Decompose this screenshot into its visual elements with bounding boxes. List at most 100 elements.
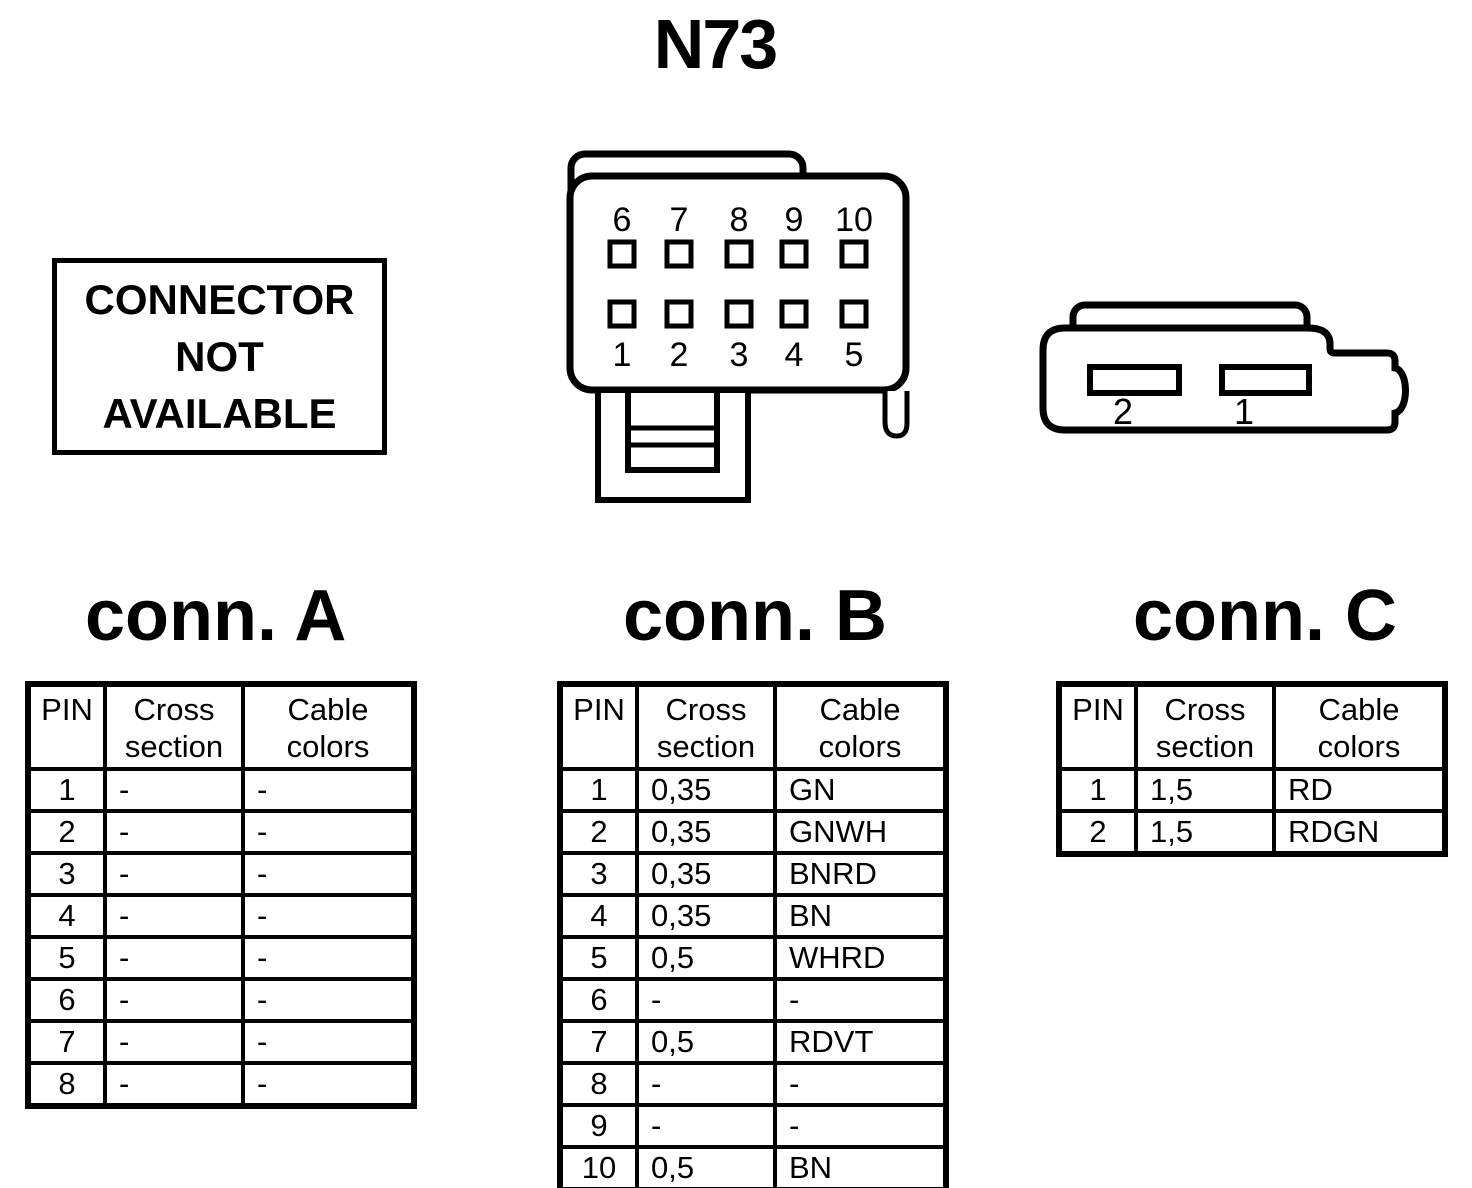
pin-cavity — [664, 299, 694, 329]
pin-label: 2 — [1113, 391, 1133, 432]
table-cell: 6 — [558, 977, 639, 1023]
pin-label: 5 — [845, 336, 864, 374]
table-row: 7-- — [26, 1019, 416, 1065]
table-cell: - — [241, 893, 416, 939]
table-cell: - — [241, 977, 416, 1023]
conn-a-title: conn. A — [85, 576, 347, 656]
table-cell: 1 — [558, 767, 639, 813]
connector-not-available-box: CONNECTOR NOT AVAILABLE — [52, 258, 387, 455]
table-cell: RDGN — [1272, 809, 1447, 856]
table-cell: - — [241, 1019, 416, 1065]
component-title: N73 — [653, 5, 778, 83]
pin-label: 7 — [670, 201, 689, 239]
table-cell: - — [773, 1103, 948, 1149]
table-cell: - — [241, 935, 416, 981]
table-row: 1-- — [26, 767, 416, 813]
column-header-cross-section: Cross section — [635, 682, 777, 771]
header-row: PIN Cross section Cable colors — [1057, 682, 1447, 771]
column-header-cable-colors: Cable colors — [773, 682, 948, 771]
table-cell: 1,5 — [1134, 767, 1276, 813]
table-row: 8-- — [558, 1061, 948, 1107]
pin-slot — [1219, 364, 1312, 396]
pin-cavity — [839, 239, 869, 269]
conn-a-pin-table: PIN Cross section Cable colors 1--2--3--… — [25, 681, 417, 1109]
table-cell: - — [241, 851, 416, 897]
table-cell: 7 — [26, 1019, 107, 1065]
table-cell: - — [103, 851, 245, 897]
table-cell: - — [241, 767, 416, 813]
conn-c-title: conn. C — [1133, 576, 1397, 656]
table-cell: 5 — [558, 935, 639, 981]
table-cell: - — [773, 1061, 948, 1107]
table-row: 3-- — [26, 851, 416, 897]
table-cell: 6 — [26, 977, 107, 1023]
table-cell: 1,5 — [1134, 809, 1276, 856]
pin-label: 3 — [730, 336, 749, 374]
table-cell: - — [103, 767, 245, 813]
table-cell: 0,35 — [635, 767, 777, 813]
table-cell: - — [635, 1103, 777, 1149]
pin-slot — [1087, 364, 1182, 396]
pin-label: 8 — [730, 201, 749, 239]
header-row: PIN Cross section Cable colors — [26, 682, 416, 771]
table-cell: 0,5 — [635, 935, 777, 981]
table-cell: BN — [773, 893, 948, 939]
table-row: 6-- — [26, 977, 416, 1023]
pin-label: 9 — [785, 201, 804, 239]
table-row: 5-- — [26, 935, 416, 981]
column-header-pin: PIN — [26, 682, 107, 771]
pin-cavity — [664, 239, 694, 269]
connector-c-diagram: 2 1 — [1039, 301, 1409, 434]
pin-cavity — [724, 299, 754, 329]
table-cell: BNRD — [773, 851, 948, 897]
table-cell: - — [773, 977, 948, 1023]
table-cell: - — [103, 935, 245, 981]
table-cell: 0,5 — [635, 1145, 777, 1188]
pin-label: 2 — [670, 336, 689, 374]
table-cell: RD — [1272, 767, 1447, 813]
pin-cavity — [607, 239, 637, 269]
table-cell: 7 — [558, 1019, 639, 1065]
column-header-cable-colors: Cable colors — [241, 682, 416, 771]
pin-cavity — [607, 299, 637, 329]
connector-b-diagram: 6 7 8 9 10 1 2 3 4 5 — [566, 150, 910, 503]
column-header-pin: PIN — [1057, 682, 1138, 771]
table-cell: - — [241, 1061, 416, 1108]
table-cell: - — [103, 1019, 245, 1065]
table-cell: 5 — [26, 935, 107, 981]
table-cell: GN — [773, 767, 948, 813]
table-cell: 0,35 — [635, 809, 777, 855]
table-row: 2-- — [26, 809, 416, 855]
table-cell: 1 — [26, 767, 107, 813]
table-cell: 8 — [26, 1061, 107, 1108]
table-cell: - — [103, 893, 245, 939]
housing-side-tab — [882, 391, 910, 439]
table-cell: GNWH — [773, 809, 948, 855]
table-cell: RDVT — [773, 1019, 948, 1065]
table-cell: 3 — [558, 851, 639, 897]
pin-cavity — [724, 239, 754, 269]
conn-b-title: conn. B — [623, 576, 887, 656]
table-cell: BN — [773, 1145, 948, 1188]
table-cell: 0,5 — [635, 1019, 777, 1065]
pin-label: 10 — [835, 201, 873, 239]
table-cell: 0,35 — [635, 893, 777, 939]
table-row: 4-- — [26, 893, 416, 939]
table-cell: 4 — [26, 893, 107, 939]
pin-cavity — [779, 239, 809, 269]
table-cell: 0,35 — [635, 851, 777, 897]
pin-label: 1 — [1234, 391, 1254, 432]
header-row: PIN Cross section Cable colors — [558, 682, 948, 771]
table-cell: - — [103, 977, 245, 1023]
pin-label: 6 — [613, 201, 632, 239]
table-cell: WHRD — [773, 935, 948, 981]
